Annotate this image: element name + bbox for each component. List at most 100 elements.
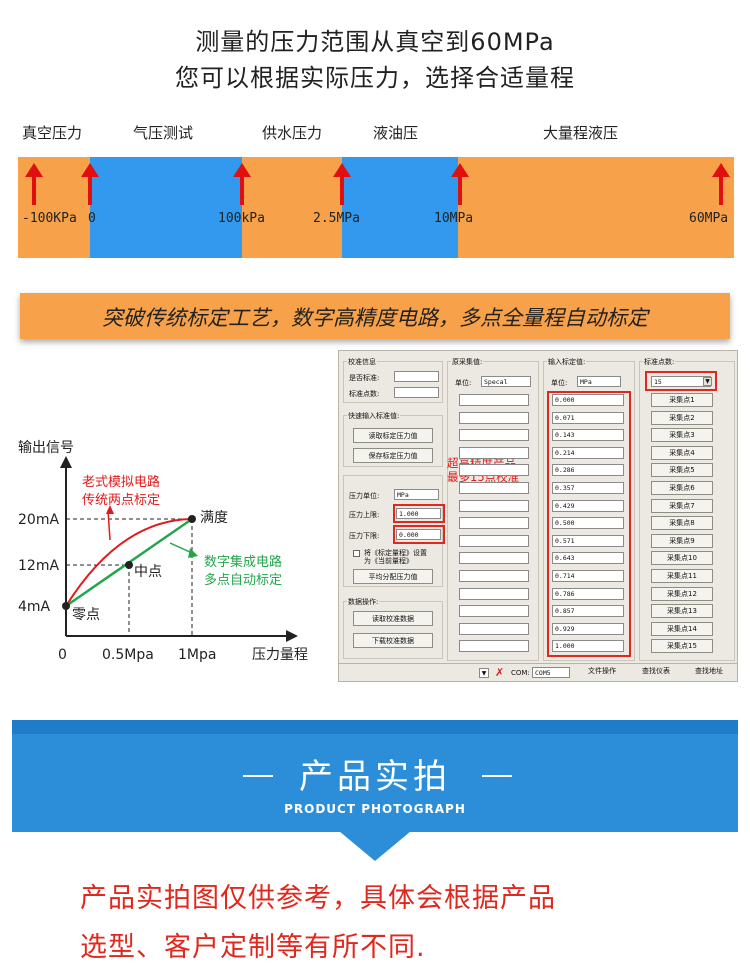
collect-point-button[interactable]: 采集点10: [651, 551, 713, 566]
collect-point-button[interactable]: 采集点13: [651, 604, 713, 619]
raw-value-field[interactable]: [459, 429, 529, 442]
upper-highlight: [393, 504, 445, 523]
raw-unit-field[interactable]: Specal: [481, 376, 531, 387]
input-value-field[interactable]: 0.357: [552, 482, 624, 494]
collect-point-button[interactable]: 采集点4: [651, 445, 713, 460]
com-select[interactable]: COM5: [532, 667, 570, 678]
input-value-field[interactable]: 0.500: [552, 517, 624, 530]
collect-point-button[interactable]: 采集点11: [651, 569, 713, 583]
raw-value-field[interactable]: [459, 587, 529, 600]
raw-value-field[interactable]: [459, 552, 529, 565]
input-value-field[interactable]: 0.214: [552, 446, 624, 459]
set-range-label-1: 将《标定量程》设置: [364, 549, 427, 557]
chevron-down-icon[interactable]: ▼: [479, 668, 489, 678]
new-label-pointer: [169, 542, 193, 554]
collect-point-button[interactable]: 采集点2: [651, 410, 713, 425]
full-point: [188, 515, 196, 523]
avg-distribute-button[interactable]: 平均分配压力值: [353, 569, 433, 584]
tick-10mpa: 10MPa: [434, 211, 474, 226]
input-value-field[interactable]: 0.071: [552, 411, 624, 424]
raw-value-field[interactable]: [459, 411, 529, 424]
collect-point-button[interactable]: 采集点5: [651, 463, 713, 478]
set-range-checkbox[interactable]: [353, 550, 360, 557]
range-label-large-hydraulic: 大量程液压: [543, 124, 619, 142]
input-value-field[interactable]: 0.643: [552, 552, 624, 565]
input-value-field[interactable]: 0.571: [552, 534, 624, 547]
input-value-field[interactable]: 0.286: [552, 464, 624, 477]
arrow-up-icon: [233, 163, 251, 205]
quick-input-title: 快速输入标准值:: [347, 411, 401, 421]
read-calib-pressure-button[interactable]: 读取标定压力值: [353, 428, 433, 443]
band-gas: [90, 157, 242, 258]
calibrated-field[interactable]: [394, 371, 439, 382]
collect-point-button[interactable]: 采集点9: [651, 533, 713, 548]
raw-value-field[interactable]: [459, 622, 529, 635]
input-value-field[interactable]: 0.714: [552, 570, 624, 582]
raw-value-field[interactable]: [459, 605, 529, 618]
file-ops-button[interactable]: 文件操作: [588, 667, 616, 675]
lower-highlight: [393, 525, 445, 544]
find-device-button[interactable]: 查找仪表: [642, 667, 670, 675]
input-values-title: 输入标定值:: [547, 357, 587, 367]
raw-value-field[interactable]: [459, 534, 529, 547]
raw-value-field[interactable]: [459, 570, 529, 582]
input-value-field[interactable]: 1.000: [552, 640, 624, 653]
collect-point-button[interactable]: 采集点7: [651, 498, 713, 513]
raw-values-group: [447, 361, 539, 661]
pressure-lower-field[interactable]: 0.000: [396, 529, 441, 540]
read-calib-data-button[interactable]: 读取校准数据: [353, 611, 433, 626]
disconnect-icon[interactable]: ✗: [495, 666, 505, 679]
raw-value-field[interactable]: [459, 464, 529, 477]
disclaimer-line-2: 选型、客户定制等有所不同.: [80, 932, 426, 963]
raw-value-field[interactable]: [459, 517, 529, 530]
input-value-field[interactable]: 0.000: [552, 394, 624, 406]
y-tick-20ma: 20mA: [18, 512, 59, 528]
y-tick-4ma: 4mA: [18, 599, 51, 615]
raw-value-field[interactable]: [459, 640, 529, 653]
raw-value-field[interactable]: [459, 482, 529, 494]
raw-values-title: 原采集值:: [451, 357, 484, 367]
calibrated-label: 是否标准:: [349, 374, 380, 382]
collect-point-button[interactable]: 采集点6: [651, 481, 713, 495]
raw-value-field[interactable]: [459, 394, 529, 406]
data-ops-title: 数据操作:: [347, 597, 380, 607]
tick-minus-100kpa: -100KPa: [22, 211, 77, 226]
input-value-field[interactable]: 0.429: [552, 499, 624, 512]
collect-point-button[interactable]: 采集点1: [651, 393, 713, 407]
arrow-up-icon: [451, 163, 469, 205]
headline-line-2: 您可以根据实际压力，选择合适量程: [175, 64, 575, 92]
section-dash-right: [482, 775, 512, 777]
chevron-down-icon[interactable]: ▼: [703, 377, 712, 386]
y-tick-12ma: 12mA: [18, 558, 59, 574]
save-calib-pressure-button[interactable]: 保存标定压力值: [353, 448, 433, 463]
collect-point-button[interactable]: 采集点14: [651, 621, 713, 636]
full-point-label: 满度: [200, 510, 228, 526]
disclaimer-line-1: 产品实拍图仅供参考，具体会根据产品: [80, 883, 556, 914]
feature-banner: 突破传统标定工艺，数字高精度电路，多点全量程自动标定: [20, 293, 730, 339]
collect-point-button[interactable]: 采集点3: [651, 428, 713, 443]
collect-point-button[interactable]: 采集点8: [651, 516, 713, 531]
input-value-field[interactable]: 0.929: [552, 622, 624, 635]
x-tick-1mpa: 1Mpa: [178, 647, 216, 663]
calibration-software-window: 校准信息 是否标准: 标准点数: 快速输入标准值: 读取标定压力值 保存标定压力…: [338, 350, 738, 682]
download-calib-data-button[interactable]: 下载校准数据: [353, 633, 433, 648]
find-address-button[interactable]: 查找地址: [695, 667, 723, 675]
input-value-field[interactable]: 0.786: [552, 587, 624, 600]
raw-value-field[interactable]: [459, 499, 529, 512]
points-count-field[interactable]: [394, 387, 439, 398]
points-title: 标准点数:: [643, 357, 676, 367]
mid-point-label: 中点: [134, 564, 162, 580]
collect-point-button[interactable]: 采集点15: [651, 639, 713, 654]
arrow-up-icon: [25, 163, 43, 205]
pressure-unit-field[interactable]: MPa: [394, 489, 439, 500]
collect-point-button[interactable]: 采集点12: [651, 586, 713, 601]
pressure-upper-field[interactable]: 1.000: [396, 508, 441, 519]
input-value-field[interactable]: 0.857: [552, 605, 624, 618]
x-axis-arrow-icon: [286, 630, 298, 642]
input-unit-field[interactable]: MPa: [577, 376, 621, 387]
raw-value-field[interactable]: [459, 446, 529, 459]
data-ops-group: [343, 601, 443, 659]
old-label-pointer: [107, 509, 111, 541]
input-value-field[interactable]: 0.143: [552, 429, 624, 442]
calib-info-title: 校准信息: [347, 357, 377, 367]
